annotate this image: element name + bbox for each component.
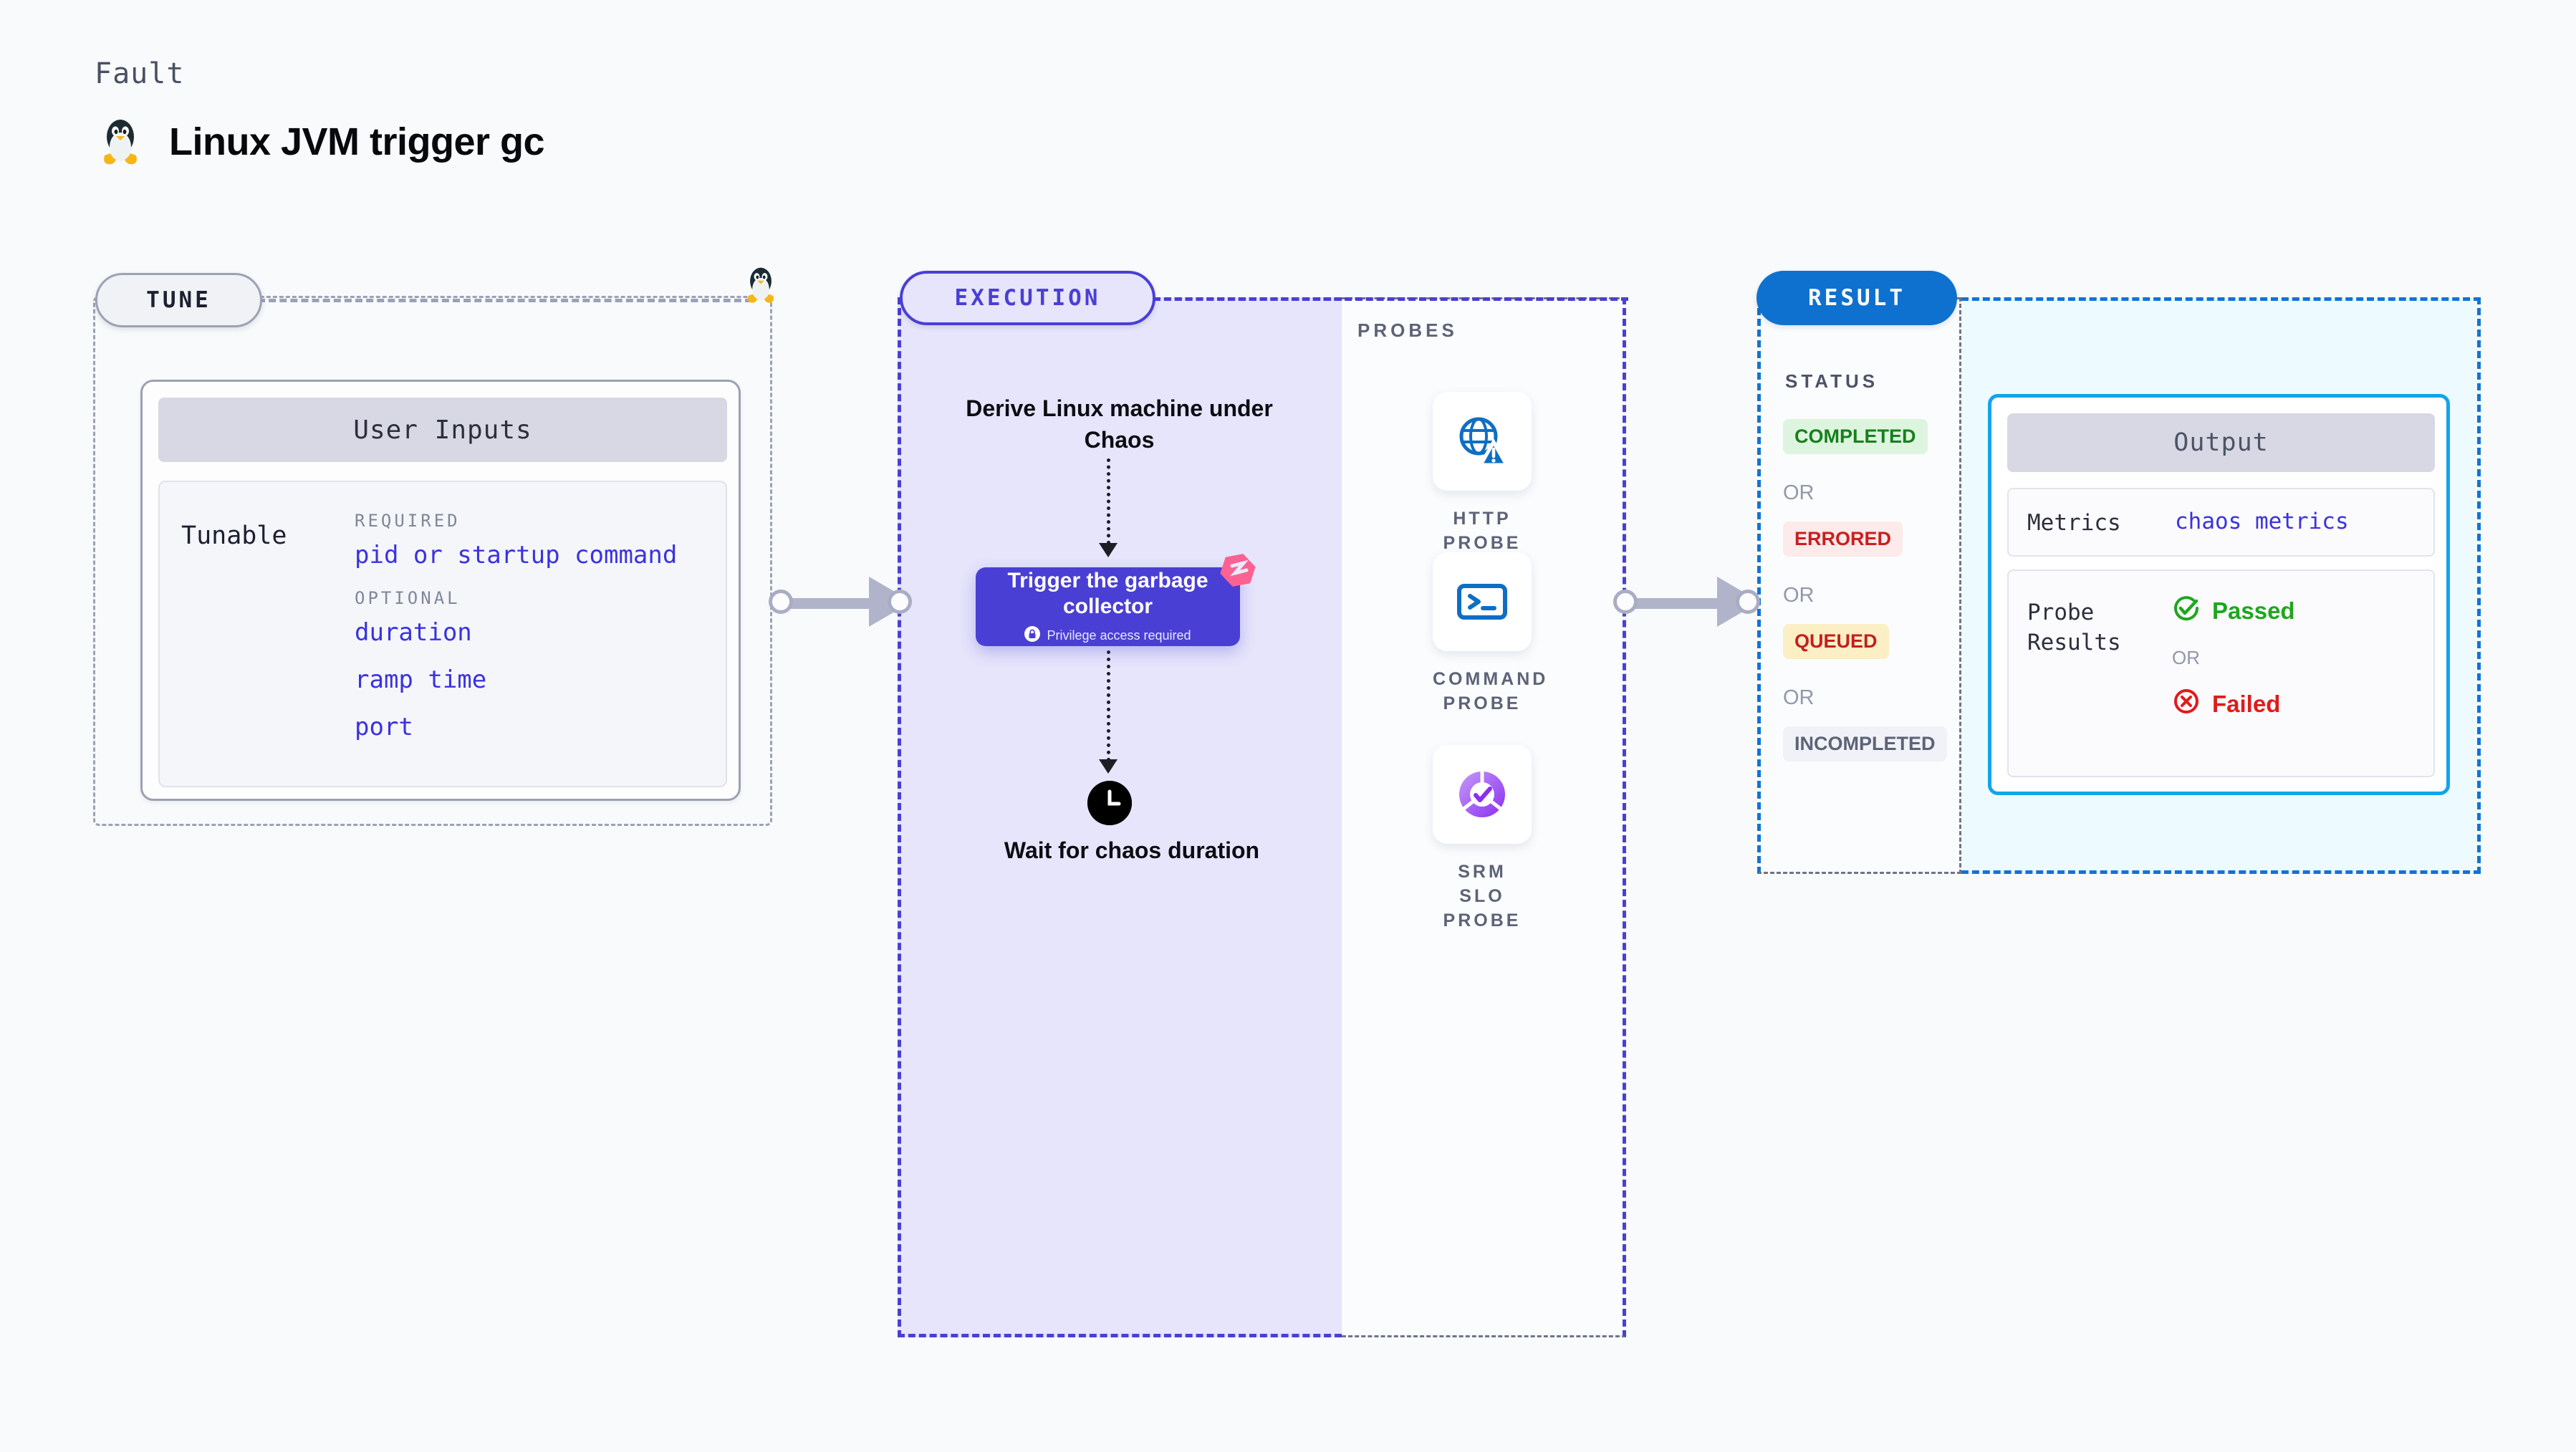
probe-result-failed: Failed bbox=[2172, 687, 2280, 721]
tunable-item[interactable]: port bbox=[355, 713, 413, 741]
connector-tune-to-execution bbox=[769, 577, 912, 627]
page-title: Linux JVM trigger gc bbox=[169, 120, 545, 163]
x-circle-icon bbox=[2172, 687, 2201, 721]
metrics-row: Metrics chaos metrics bbox=[2007, 488, 2435, 557]
group-heading-optional: OPTIONAL bbox=[355, 588, 461, 608]
terminal-icon bbox=[1433, 552, 1532, 651]
execution-step-wait: Wait for chaos duration bbox=[1004, 837, 1260, 863]
execution-step-derive: Derive Linux machine under Chaos bbox=[966, 395, 1273, 453]
trigger-garbage-collector-card[interactable]: Trigger the garbage collector Privilege … bbox=[976, 567, 1240, 646]
lock-icon bbox=[1024, 626, 1041, 645]
tunable-list: REQUIRED pid or startup command OPTIONAL… bbox=[355, 511, 677, 760]
probes-label: PROBES bbox=[1357, 319, 1458, 341]
probe-results-label: Probe Results bbox=[2027, 600, 2121, 655]
exec-dotted-arrow-2 bbox=[1099, 759, 1118, 774]
status-badge-queued: QUEUED bbox=[1783, 624, 1889, 659]
clock-icon bbox=[1087, 781, 1132, 825]
status-section bbox=[1757, 297, 1961, 874]
group-heading-required: REQUIRED bbox=[355, 511, 461, 531]
tunable-body: Tunable REQUIRED pid or startup command … bbox=[158, 481, 727, 787]
probe-result-passed-label: Passed bbox=[2212, 597, 2295, 624]
user-inputs-header: User Inputs bbox=[158, 398, 727, 462]
probe-label: COMMAND PROBE bbox=[1433, 669, 1549, 713]
status-badge-errored: ERRORED bbox=[1783, 521, 1903, 557]
tune-top-dash-line bbox=[258, 299, 752, 302]
trigger-card-title: Trigger the garbage collector bbox=[1007, 569, 1208, 618]
or-separator: OR bbox=[1783, 584, 1815, 607]
metrics-label: Metrics bbox=[2027, 510, 2121, 536]
tunable-item[interactable]: pid or startup command bbox=[355, 541, 678, 569]
slo-donut-check-icon bbox=[1433, 745, 1532, 844]
status-badge-completed: COMPLETED bbox=[1783, 419, 1928, 454]
linux-penguin-icon bbox=[100, 118, 140, 165]
check-circle-icon bbox=[2172, 594, 2201, 628]
result-pill-label[interactable]: RESULT bbox=[1756, 271, 1957, 325]
probe-srm-slo[interactable]: SRM SLO PROBE bbox=[1433, 745, 1532, 933]
status-badge-incompleted: INCOMPLETED bbox=[1783, 726, 1947, 761]
connector-dot-left bbox=[769, 590, 793, 614]
or-separator: OR bbox=[1783, 686, 1815, 709]
metrics-value[interactable]: chaos metrics bbox=[2175, 509, 2349, 534]
probe-label: HTTP PROBE bbox=[1443, 509, 1522, 553]
probe-results-row: Probe Results Passed OR Failed bbox=[2007, 569, 2435, 777]
tune-section bbox=[93, 296, 772, 826]
execution-top-dash-line bbox=[1153, 297, 1628, 301]
execution-pill-label[interactable]: EXECUTION bbox=[900, 271, 1155, 325]
exec-dotted-line-2 bbox=[1107, 650, 1110, 761]
tune-corner-linux-penguin-icon bbox=[745, 266, 777, 304]
probe-result-failed-label: Failed bbox=[2212, 691, 2281, 717]
connector-dot-right bbox=[1736, 590, 1760, 614]
probe-command[interactable]: COMMAND PROBE bbox=[1433, 552, 1549, 716]
output-header: Output bbox=[2007, 413, 2435, 472]
chaos-badge-icon bbox=[1218, 549, 1258, 592]
status-label: STATUS bbox=[1785, 370, 1879, 392]
output-card: Output Metrics chaos metrics Probe Resul… bbox=[1988, 394, 2450, 795]
fault-kicker: Fault bbox=[95, 57, 185, 90]
connector-execution-to-result bbox=[1613, 577, 1760, 627]
tune-pill-label[interactable]: TUNE bbox=[95, 273, 262, 327]
trigger-card-note: Privilege access required bbox=[1024, 626, 1191, 645]
probe-label: SRM SLO PROBE bbox=[1443, 862, 1522, 931]
connector-dot-left bbox=[1613, 590, 1638, 614]
trigger-card-note-text: Privilege access required bbox=[1047, 628, 1191, 643]
tunable-row-label: Tunable bbox=[181, 521, 287, 550]
user-inputs-card: User Inputs Tunable REQUIRED pid or star… bbox=[140, 380, 741, 801]
probe-http[interactable]: HTTP PROBE bbox=[1433, 392, 1532, 555]
tunable-item[interactable]: ramp time bbox=[355, 665, 487, 694]
exec-dotted-arrow-1 bbox=[1099, 543, 1118, 557]
exec-dotted-line-1 bbox=[1107, 458, 1110, 544]
or-separator: OR bbox=[2172, 647, 2200, 668]
connector-dot-right bbox=[888, 590, 912, 614]
or-separator: OR bbox=[1783, 481, 1815, 504]
globe-warning-icon bbox=[1433, 392, 1532, 491]
tunable-item[interactable]: duration bbox=[355, 618, 472, 647]
fault-title-row: Linux JVM trigger gc bbox=[100, 118, 545, 165]
probe-result-passed: Passed bbox=[2172, 594, 2295, 628]
